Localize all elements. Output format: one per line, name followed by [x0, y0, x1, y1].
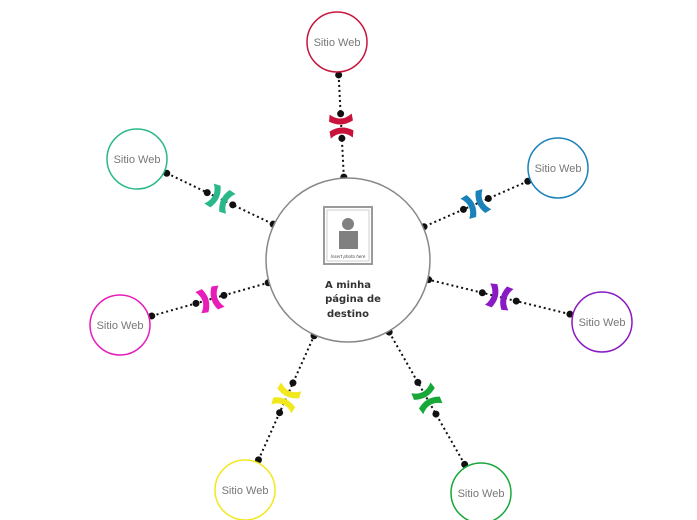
- website-node-label: Sitio Web: [535, 163, 582, 175]
- website-node-5[interactable]: Sitio Web: [214, 459, 276, 520]
- connector-line-5: [257, 335, 315, 461]
- link-icon-3-half: [500, 286, 514, 311]
- link-icon-2-half: [475, 189, 492, 213]
- center-title-line-1: A minha: [325, 280, 371, 291]
- link-icon-4: [411, 382, 443, 415]
- website-node-6[interactable]: Sitio Web: [89, 294, 151, 356]
- link-icon-7-half: [219, 190, 236, 214]
- link-icon-1: [329, 113, 354, 139]
- link-icon-4-half: [411, 382, 435, 400]
- link-icon-3: [485, 283, 514, 311]
- website-node-circle[interactable]: [450, 462, 512, 520]
- link-icon-2-half: [460, 194, 477, 219]
- person-icon-body: [339, 231, 358, 249]
- connector-dot-6-4: [220, 291, 228, 299]
- website-node-circle[interactable]: [306, 11, 368, 73]
- connector-line-7: [166, 172, 274, 226]
- link-icon-2: [460, 189, 492, 219]
- link-icon-3-half: [485, 283, 499, 308]
- website-node-7[interactable]: Sitio Web: [106, 128, 168, 190]
- website-node-label: Sitio Web: [97, 320, 144, 332]
- connector-line-4: [388, 331, 466, 465]
- website-node-4[interactable]: Sitio Web: [450, 462, 512, 520]
- connector-dot-6-1: [148, 312, 156, 320]
- link-icon-1-half: [329, 113, 353, 125]
- connector-dot-5-3: [276, 409, 284, 417]
- link-icon-5-half: [271, 397, 296, 414]
- website-node-3[interactable]: Sitio Web: [571, 291, 633, 353]
- connector-dot-1-4: [338, 134, 346, 142]
- connector-line-1: [337, 74, 345, 178]
- link-icon-5: [271, 382, 302, 414]
- website-node-label: Sitio Web: [114, 154, 161, 166]
- connector-dot-1-1: [335, 71, 343, 79]
- link-icon-5-half: [277, 382, 302, 399]
- connector-dot-3-1: [566, 310, 574, 318]
- connector-dot-4-4: [414, 378, 422, 386]
- link-icon-1-half: [329, 127, 354, 139]
- connector-line-3: [428, 278, 571, 316]
- connector-dot-3-4: [478, 289, 486, 297]
- website-node-circle[interactable]: [571, 291, 633, 353]
- center-title-line-3: destino: [327, 309, 369, 320]
- website-node-label: Sitio Web: [222, 485, 269, 497]
- link-icon-4-half: [418, 396, 443, 415]
- connector-dot-3-3: [512, 297, 520, 305]
- website-node-circle[interactable]: [89, 294, 151, 356]
- connector-dot-6-3: [192, 299, 200, 307]
- connector-dot-5-4: [289, 379, 297, 387]
- website-node-circle[interactable]: [106, 128, 168, 190]
- link-icon-6-half: [210, 285, 225, 310]
- website-node-label: Sitio Web: [458, 488, 505, 500]
- connector-line-2: [423, 180, 529, 228]
- center-node[interactable]: Insert photo here A minha página de dest…: [265, 177, 431, 343]
- link-icon-7-half: [204, 183, 221, 208]
- connector-dot-7-3: [203, 189, 211, 197]
- connector-dot-2-3: [484, 195, 492, 203]
- website-node-2[interactable]: Sitio Web: [527, 137, 589, 199]
- website-node-circle[interactable]: [214, 459, 276, 520]
- link-icon-7: [204, 183, 236, 214]
- photo-caption: Insert photo here: [331, 254, 366, 259]
- photo-placeholder-icon: Insert photo here: [323, 206, 373, 265]
- center-title-line-2: página de: [325, 293, 381, 305]
- website-node-circle[interactable]: [527, 137, 589, 199]
- website-node-label: Sitio Web: [314, 37, 361, 49]
- connector-dot-1-3: [337, 110, 345, 118]
- website-node-label: Sitio Web: [579, 317, 626, 329]
- website-node-1[interactable]: Sitio Web: [306, 11, 368, 73]
- link-icon-6: [195, 285, 225, 314]
- link-icon-6-half: [195, 289, 210, 314]
- person-icon-head: [342, 218, 354, 230]
- connector-dot-2-4: [459, 205, 467, 213]
- connector-dot-7-4: [229, 201, 237, 209]
- connector-dot-4-3: [432, 410, 440, 418]
- connector-line-6: [151, 281, 269, 317]
